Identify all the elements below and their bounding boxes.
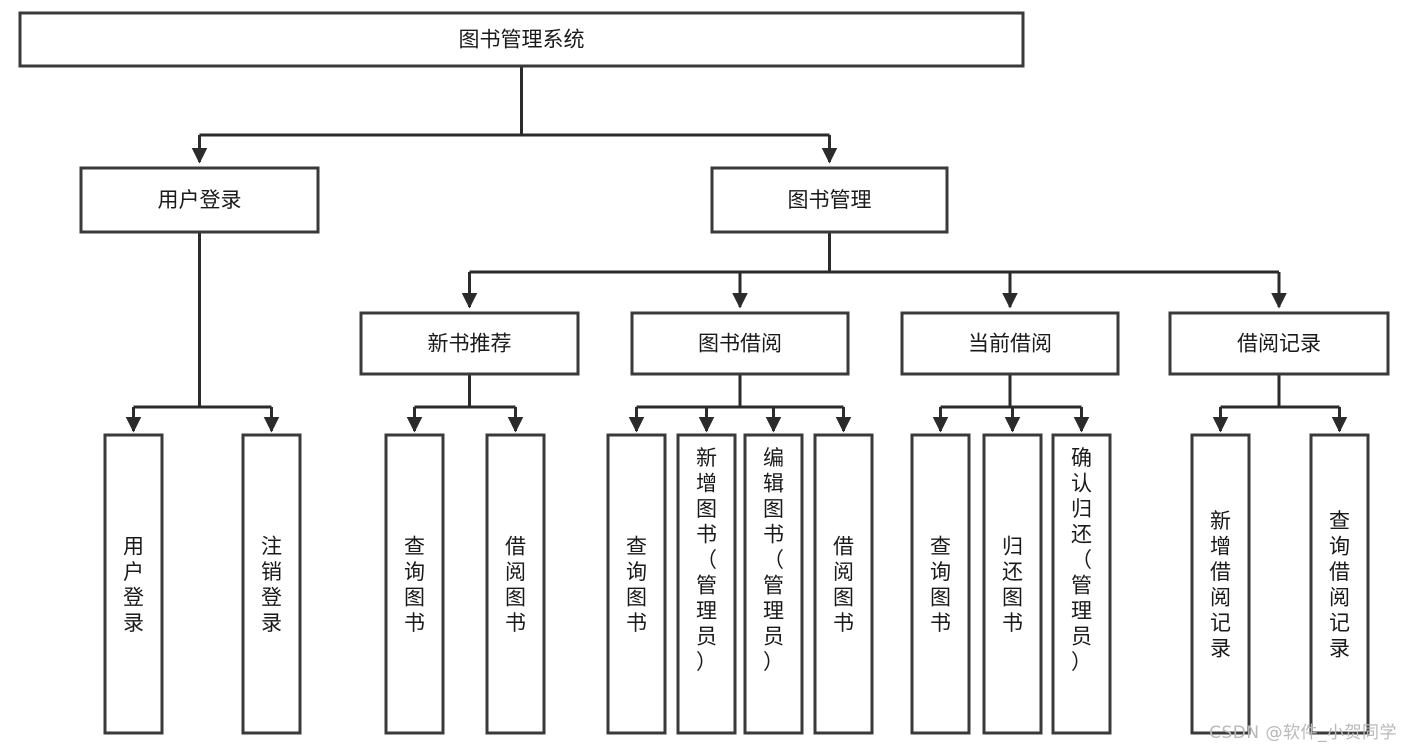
node-label-root: 图书管理系统 bbox=[459, 28, 585, 52]
node-box-leaf-borrow-book-2 bbox=[813, 433, 874, 735]
node-book-management[interactable]: 图书管理 bbox=[710, 166, 949, 234]
node-leaf-add-book[interactable]: 新增图书（管理员） bbox=[676, 433, 737, 735]
node-leaf-return-book[interactable]: 归还图书 bbox=[982, 433, 1043, 735]
node-borrow-records[interactable]: 借阅记录 bbox=[1168, 311, 1390, 376]
node-user-login[interactable]: 用户登录 bbox=[79, 166, 320, 234]
node-leaf-logout[interactable]: 注销登录 bbox=[241, 433, 302, 735]
node-leaf-borrow-book-2[interactable]: 借阅图书 bbox=[813, 433, 874, 735]
node-label-current-borrow: 当前借阅 bbox=[968, 332, 1052, 356]
node-label-book-management: 图书管理 bbox=[788, 188, 872, 212]
node-label-leaf-logout: 注销登录 bbox=[261, 534, 282, 635]
node-box-current-borrow bbox=[900, 311, 1120, 376]
node-box-new-book-recommend bbox=[359, 311, 580, 376]
node-label-leaf-add-record: 新增借阅记录 bbox=[1210, 509, 1231, 661]
csdn-watermark: CSDN @软件_小贺同学 bbox=[1209, 723, 1397, 743]
node-label-leaf-borrow-book-2: 借阅图书 bbox=[833, 534, 854, 635]
node-label-leaf-query-book-3: 查询图书 bbox=[930, 534, 951, 635]
node-label-new-book-recommend: 新书推荐 bbox=[428, 332, 512, 356]
node-leaf-query-book-1[interactable]: 查询图书 bbox=[384, 433, 445, 735]
node-label-leaf-query-record: 查询借阅记录 bbox=[1329, 509, 1350, 661]
node-box-leaf-return-book bbox=[982, 433, 1043, 735]
node-book-borrow[interactable]: 图书借阅 bbox=[630, 311, 850, 376]
node-leaf-user-login[interactable]: 用户登录 bbox=[103, 433, 164, 735]
node-root[interactable]: 图书管理系统 bbox=[18, 11, 1025, 68]
node-box-book-borrow bbox=[630, 311, 850, 376]
node-new-book-recommend[interactable]: 新书推荐 bbox=[359, 311, 580, 376]
node-box-leaf-query-book-2 bbox=[606, 433, 667, 735]
node-box-user-login bbox=[79, 166, 320, 234]
node-label-user-login: 用户登录 bbox=[158, 188, 242, 212]
node-box-leaf-add-record bbox=[1190, 433, 1251, 735]
node-box-borrow-records bbox=[1168, 311, 1390, 376]
node-box-leaf-query-book-1 bbox=[384, 433, 445, 735]
node-leaf-borrow-book-1[interactable]: 借阅图书 bbox=[485, 433, 546, 735]
node-current-borrow[interactable]: 当前借阅 bbox=[900, 311, 1120, 376]
node-label-leaf-user-login: 用户登录 bbox=[123, 534, 144, 635]
node-label-borrow-records: 借阅记录 bbox=[1237, 332, 1321, 356]
node-leaf-query-record[interactable]: 查询借阅记录 bbox=[1309, 433, 1370, 735]
node-label-leaf-return-book: 归还图书 bbox=[1002, 534, 1023, 635]
node-box-leaf-query-record bbox=[1309, 433, 1370, 735]
node-box-leaf-user-login bbox=[103, 433, 164, 735]
node-box-leaf-borrow-book-1 bbox=[485, 433, 546, 735]
node-leaf-add-record[interactable]: 新增借阅记录 bbox=[1190, 433, 1251, 735]
node-box-leaf-add-book bbox=[676, 433, 737, 735]
node-leaf-query-book-3[interactable]: 查询图书 bbox=[910, 433, 971, 735]
node-box-leaf-logout bbox=[241, 433, 302, 735]
node-label-leaf-confirm-return: 确认归还（管理员） bbox=[1071, 446, 1092, 674]
node-leaf-edit-book[interactable]: 编辑图书（管理员） bbox=[743, 433, 804, 735]
node-leaf-query-book-2[interactable]: 查询图书 bbox=[606, 433, 667, 735]
node-label-leaf-query-book-1: 查询图书 bbox=[404, 534, 425, 635]
node-label-leaf-add-book: 新增图书（管理员） bbox=[696, 446, 717, 674]
node-box-root bbox=[18, 11, 1025, 68]
node-label-book-borrow: 图书借阅 bbox=[698, 332, 782, 356]
node-leaf-confirm-return[interactable]: 确认归还（管理员） bbox=[1051, 433, 1112, 735]
node-box-book-management bbox=[710, 166, 949, 234]
node-label-leaf-borrow-book-1: 借阅图书 bbox=[505, 534, 526, 635]
node-label-leaf-query-book-2: 查询图书 bbox=[626, 534, 647, 635]
node-label-leaf-edit-book: 编辑图书（管理员） bbox=[763, 446, 784, 674]
connector-layer bbox=[125, 66, 1348, 433]
node-box-leaf-query-book-3 bbox=[910, 433, 971, 735]
node-box-leaf-confirm-return bbox=[1051, 433, 1112, 735]
node-layer: 图书管理系统用户登录图书管理新书推荐图书借阅当前借阅借阅记录用户登录注销登录查询… bbox=[18, 11, 1390, 735]
node-box-leaf-edit-book bbox=[743, 433, 804, 735]
